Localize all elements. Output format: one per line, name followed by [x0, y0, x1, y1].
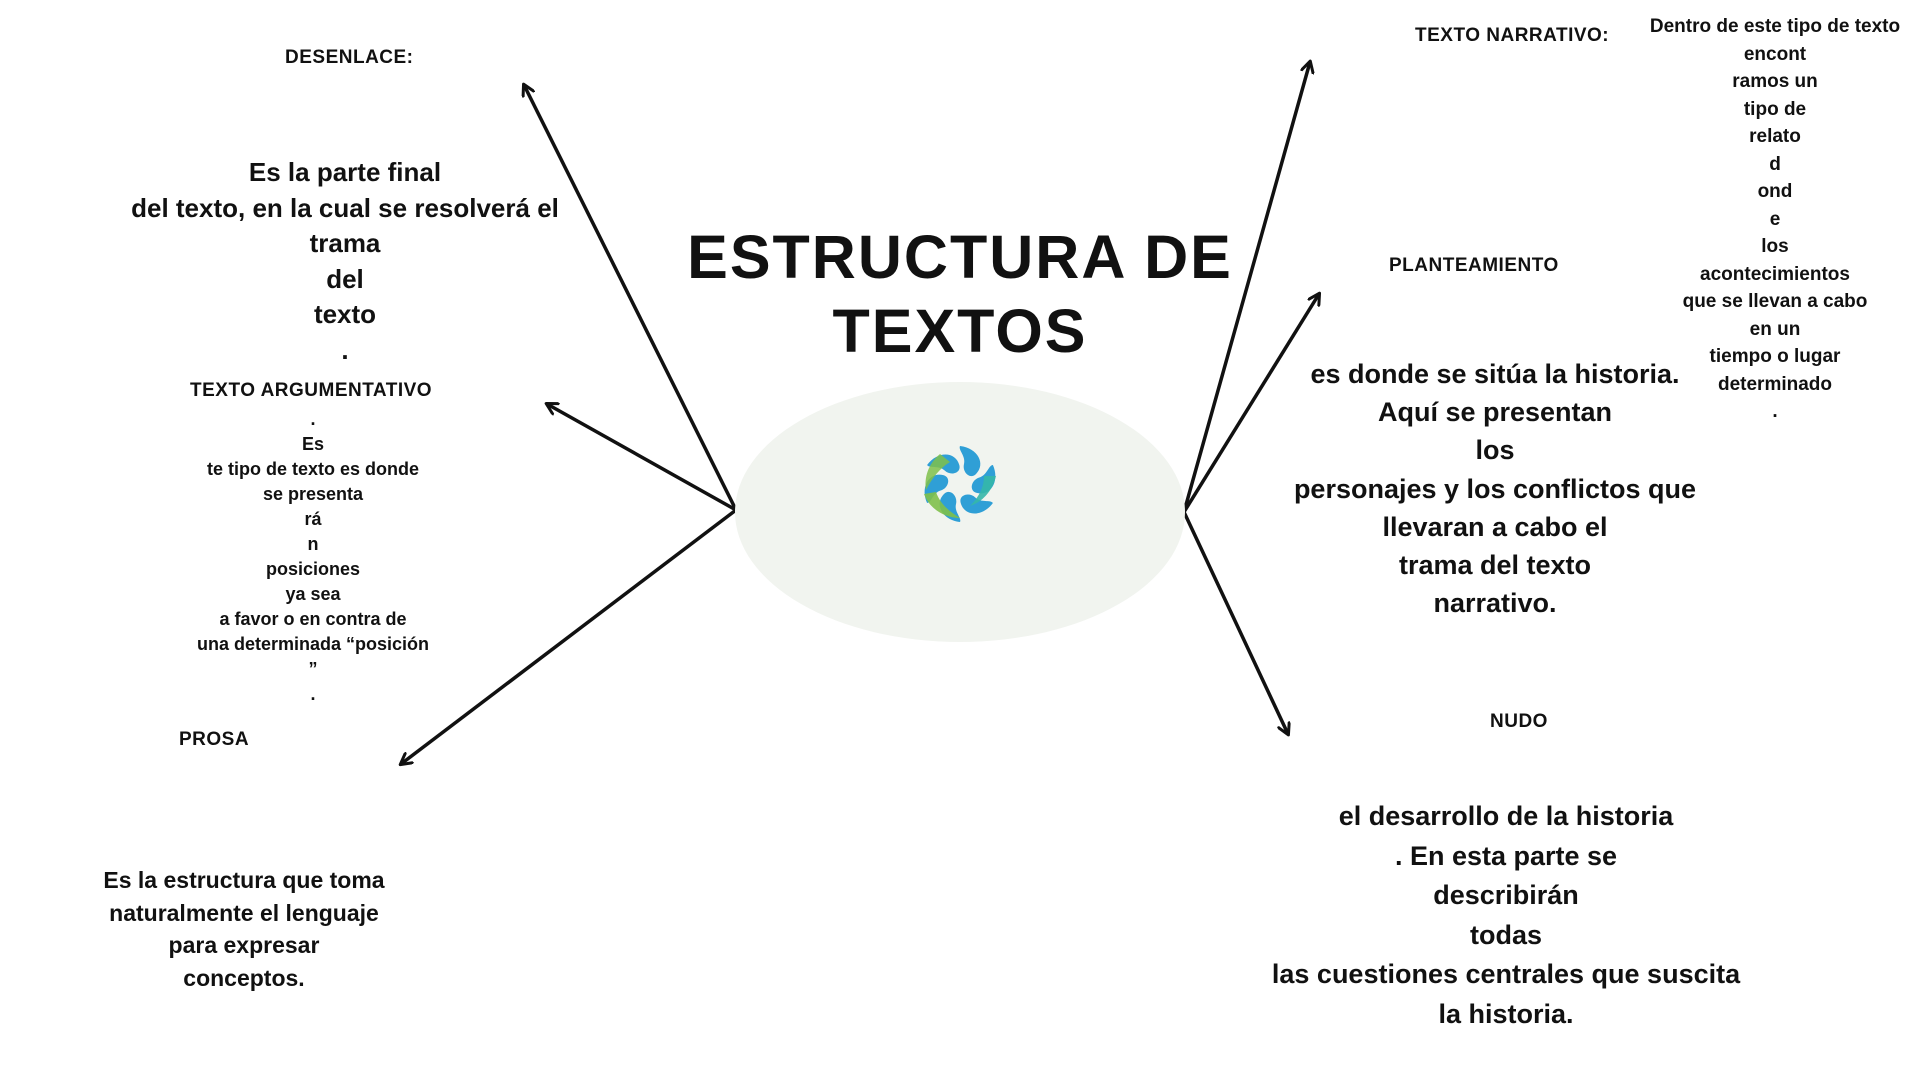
text-prosa: Es la estructura que toma naturalmente el… [74, 864, 414, 994]
text-texto-narrativo: Dentro de este tipo de texto encont ramos … [1630, 13, 1920, 426]
text-line: conceptos. [183, 964, 305, 991]
label-nudo: NUDO [1490, 711, 1548, 732]
text-line: Es la estructura que toma [103, 867, 385, 893]
text-line: naturalmente el lenguaje [109, 899, 379, 926]
text-line: encont [1743, 43, 1807, 65]
text-line: ond [1757, 181, 1793, 202]
text-line: es donde se sitúa la historia. [1310, 359, 1680, 389]
text-line: . [310, 684, 316, 704]
text-line: . [1772, 401, 1778, 422]
label-desenlace: DESENLACE: [285, 47, 414, 68]
text-line: trama del texto [1398, 550, 1592, 581]
text-line: a favor o en contra de [219, 609, 407, 629]
center-ellipse [735, 382, 1185, 642]
text-line: en un [1749, 318, 1801, 340]
text-texto-argumentativo: . Es te tipo de texto es donde se presenta r… [168, 407, 458, 707]
label-planteamiento: PLANTEAMIENTO [1389, 255, 1559, 276]
text-planteamiento: es donde se sitúa la historia. Aquí se pr… [1260, 355, 1730, 622]
label-texto-narrativo: TEXTO NARRATIVO: [1415, 25, 1610, 46]
arrow-narrativo [1182, 62, 1310, 513]
text-line: llevaran a cabo el [1382, 511, 1608, 542]
text-line: . [310, 409, 316, 429]
text-line: ” [308, 659, 318, 679]
text-line: la historia. [1438, 998, 1574, 1029]
arrow-planteamiento [1182, 294, 1319, 513]
text-line: d [1769, 153, 1781, 175]
text-line: rá [304, 509, 322, 529]
text-line: los [1475, 435, 1515, 466]
main-title-line-1: ESTRUCTURA DE [687, 223, 1233, 291]
text-line: del texto, en la cual se resolverá el [131, 192, 559, 223]
arrow-desenlace [524, 85, 738, 511]
text-desenlace: Es la parte final del texto, en la cual s… [100, 155, 590, 368]
text-line: trama [309, 228, 381, 258]
label-texto-argumentativo: TEXTO ARGUMENTATIVO [190, 380, 433, 401]
text-line: relato [1749, 126, 1801, 147]
text-line: describirán [1433, 880, 1579, 910]
text-nudo: el desarrollo de la historia . En esta pa… [1236, 797, 1776, 1034]
text-line: ya sea [285, 584, 341, 604]
text-line: Dentro de este tipo de texto [1649, 16, 1901, 37]
text-line: texto [313, 299, 377, 329]
text-line: n [307, 534, 319, 554]
text-line: ramos un [1732, 71, 1818, 92]
text-line: . En esta parte se [1394, 840, 1618, 871]
text-line: las cuestiones centrales que suscita [1271, 959, 1741, 989]
text-line: personajes y los conflictos que [1293, 473, 1697, 504]
text-line: narrativo. [1433, 588, 1557, 619]
text-line: posiciones [265, 559, 361, 579]
text-line: una determinada “posición [196, 634, 430, 654]
text-line: tiempo o lugar [1709, 346, 1841, 367]
text-line: te tipo de texto es donde [206, 459, 420, 479]
text-line: los [1761, 236, 1789, 257]
text-line: para expresar [168, 932, 320, 958]
text-line: acontecimientos [1700, 263, 1850, 285]
text-line: tipo de [1743, 98, 1807, 120]
text-line: se presenta [262, 484, 364, 504]
text-line: el desarrollo de la historia [1338, 801, 1674, 831]
swirl-logo-icon [917, 446, 1003, 522]
arrow-nudo [1182, 511, 1288, 734]
text-line: determinado [1717, 373, 1833, 395]
text-line: del [326, 263, 364, 294]
label-prosa: PROSA [179, 729, 250, 750]
main-title-line-2: TEXTOS [832, 297, 1088, 365]
text-line: e [1769, 208, 1781, 230]
main-title: ESTRUCTURA DE TEXTOS [620, 220, 1300, 368]
text-line: Aquí se presentan [1377, 397, 1613, 428]
text-line: que se llevan a cabo [1682, 291, 1868, 312]
arrow-prosa [401, 508, 738, 764]
text-line: . [341, 334, 349, 365]
text-line: Es la parte final [248, 157, 442, 187]
text-line: todas [1469, 919, 1542, 950]
text-line: Es [301, 434, 325, 454]
arrow-argumentativo [547, 404, 737, 512]
